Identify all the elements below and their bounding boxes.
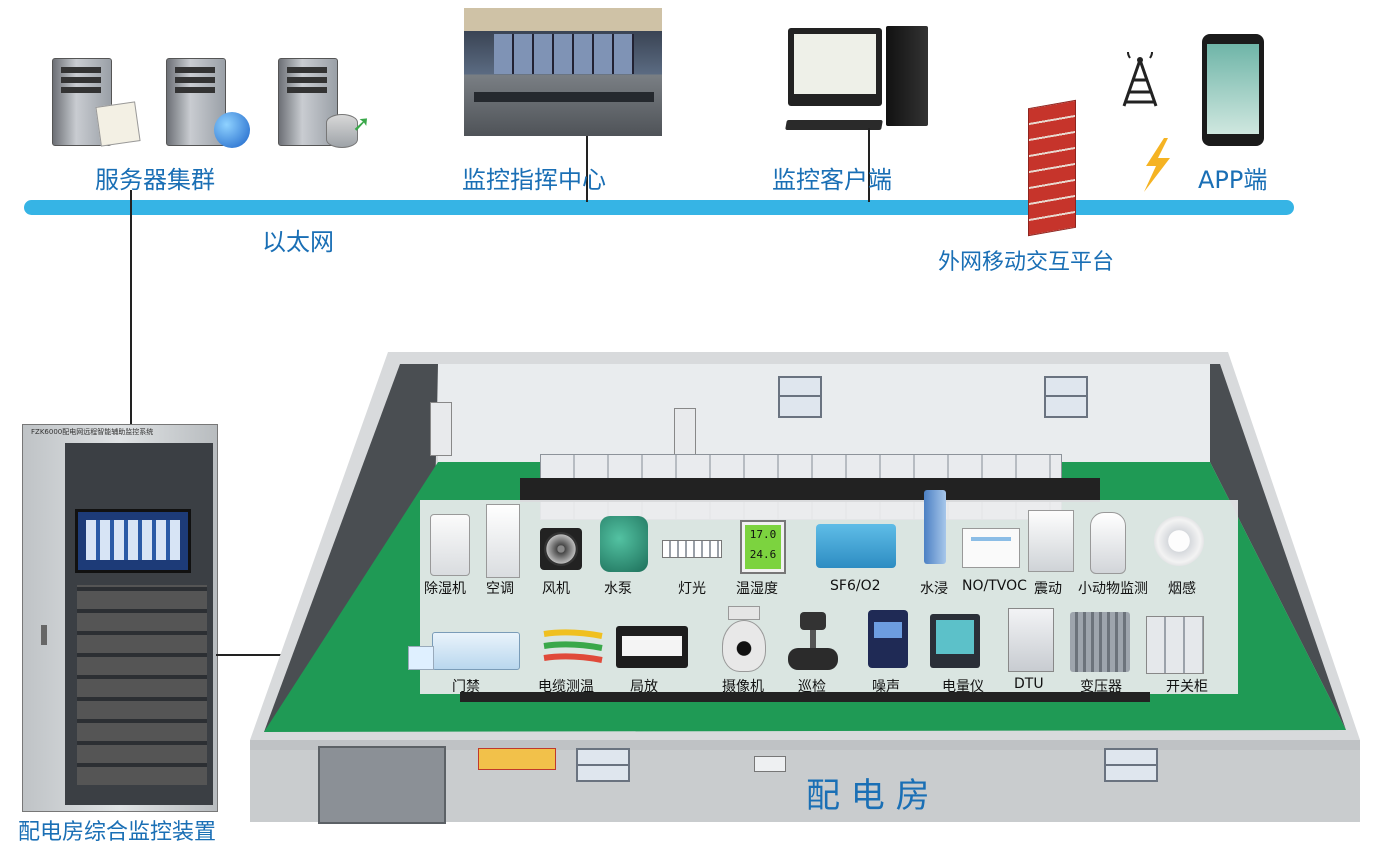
temp-readout: 17.0 [749,528,777,541]
room-title: 配 电 房 [806,776,930,816]
temp-humidity-icon: 17.0 24.6 [740,520,786,574]
device-label: 震动 [1034,581,1062,597]
noise-sensor-icon [868,610,908,668]
lightning-icon [1136,138,1176,192]
pc-tower-icon [886,26,928,126]
device-label: 巡检 [798,679,826,695]
animal-monitor-icon [1090,512,1126,574]
device-label: 水浸 [920,581,948,597]
window [1104,748,1158,782]
client-label: 监控客户端 [772,166,892,194]
device-label: 开关柜 [1166,679,1208,695]
device-label: 门禁 [452,679,480,695]
device-label: 空调 [486,581,514,597]
ac-unit [674,408,696,456]
command-link [586,136,588,202]
ethernet-bus [24,200,1294,215]
gas-sensor-icon [962,528,1020,568]
device-label: NO/TVOC [962,578,1027,594]
partial-discharge-icon [616,626,688,668]
device-label: 灯光 [678,581,706,597]
window [576,748,630,782]
antenna-icon [1114,47,1166,108]
access-card-icon [408,646,434,670]
room-door [318,746,446,824]
camera-icon [722,606,766,672]
humidity-readout: 24.6 [749,548,777,561]
device-label: DTU [1014,676,1044,692]
device-label: 噪声 [872,679,900,695]
window [778,376,822,418]
database-icon [326,114,358,148]
device-label: 电缆测温 [538,679,594,695]
switch-cabinet-icon [1146,616,1204,674]
certificate-icon [95,101,141,147]
device-label: 摄像机 [722,679,764,695]
device-label: 温湿度 [736,581,778,597]
monitoring-cabinet: FZK6000配电网远程智能辅助监控系统 [22,424,218,812]
device-label: SF6/O2 [830,578,881,594]
fan-icon [540,528,582,570]
external-platform-label: 外网移动交互平台 [938,250,1115,275]
device-label: 局放 [630,679,658,695]
device-label: 风机 [542,581,570,597]
dehumidifier-icon [430,514,470,576]
server-cabinet-link [130,190,132,430]
sf6-sensor-icon [816,524,896,568]
command-center-photo [464,8,662,136]
water-pump-icon [600,516,648,572]
power-meter-icon [930,614,980,668]
phone-icon [1202,34,1264,146]
cabinet-screen [75,509,191,573]
panel-base [460,692,1150,702]
front-vent [754,756,786,772]
app-label: APP端 [1198,166,1268,194]
window [1044,376,1088,418]
access-control-icon [432,632,520,670]
device-label: 电量仪 [942,679,984,695]
vibration-sensor-icon [1028,510,1074,572]
smoke-detector-icon [1154,516,1204,566]
device-label: 水泵 [604,581,632,597]
device-label: 小动物监测 [1078,581,1148,597]
firewall-icon [1028,99,1076,237]
client-link [868,128,870,202]
device-label: 除湿机 [424,581,466,597]
light-icon [662,540,722,558]
inspection-robot-icon [786,612,840,670]
water-leak-icon [924,490,946,564]
cable-temp-icon [540,626,606,666]
arrow-icon: ➚ [352,112,371,137]
device-label: 变压器 [1080,679,1122,695]
server-icon [52,58,112,146]
monitor-icon [788,28,882,106]
cabinet-caption: 配电房综合监控装置 [18,820,217,845]
switchgear-base [520,478,1100,502]
dtu-icon [1008,608,1054,672]
device-label: 烟感 [1168,581,1196,597]
warning-sign [478,748,556,770]
ethernet-label: 以太网 [262,228,334,256]
cabinet-header: FZK6000配电网远程智能辅助监控系统 [31,428,154,436]
command-center-label: 监控指挥中心 [462,166,606,194]
transformer-icon [1070,612,1130,672]
cabinet-handle [41,625,47,645]
globe-icon [214,112,250,148]
servers-label: 服务器集群 [95,166,215,194]
air-conditioner-icon [486,504,520,578]
ac-unit [430,402,452,456]
server-icon [166,58,226,146]
